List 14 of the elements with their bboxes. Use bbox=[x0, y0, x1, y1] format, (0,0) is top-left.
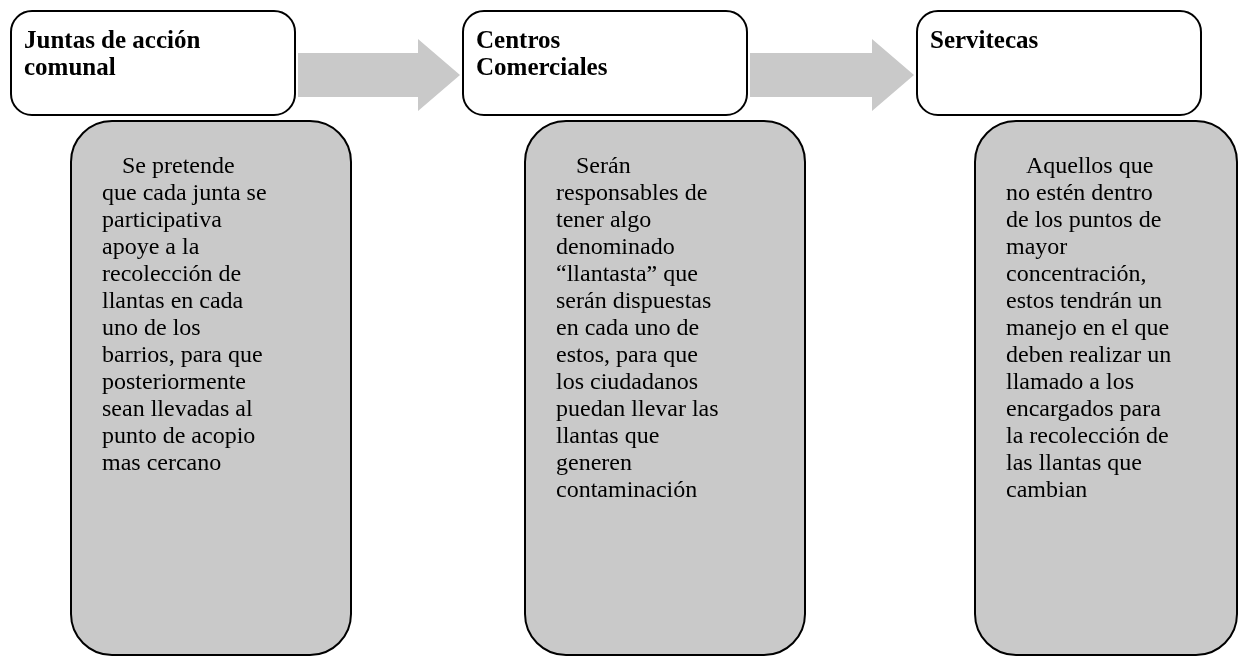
heading-text: Centros Comerciales bbox=[476, 26, 609, 80]
description-card bbox=[974, 120, 1238, 656]
block-arrow bbox=[750, 39, 914, 111]
description-text: Se pretende que cada junta se participativa apoye a la recolección de llantas en cada uno de los barrios, para que posteriormente sean llevadas al punto de acopio mas cercano bbox=[102, 152, 268, 476]
description-card bbox=[70, 120, 352, 656]
heading-text: Servitecas bbox=[930, 26, 1040, 53]
description-text: Serán responsables de tener algo denominado “llantasta” que serán dispuestas en cada uno de estos, para que los ciudadanos puedan llevar las llantas que generen contaminación bbox=[556, 152, 720, 503]
heading-box bbox=[10, 10, 296, 116]
heading-box bbox=[916, 10, 1202, 116]
heading-box bbox=[462, 10, 748, 116]
description-card bbox=[524, 120, 806, 656]
heading-text: Juntas de acción comunal bbox=[24, 26, 202, 80]
description-text: Aquellos que no estén dentro de los puntos de mayor concentración, estos tendrán un manejo en el que deben realizar un llamado a los encargados para la recolección de las llantas que cambian bbox=[1006, 152, 1173, 503]
block-arrow bbox=[298, 39, 460, 111]
